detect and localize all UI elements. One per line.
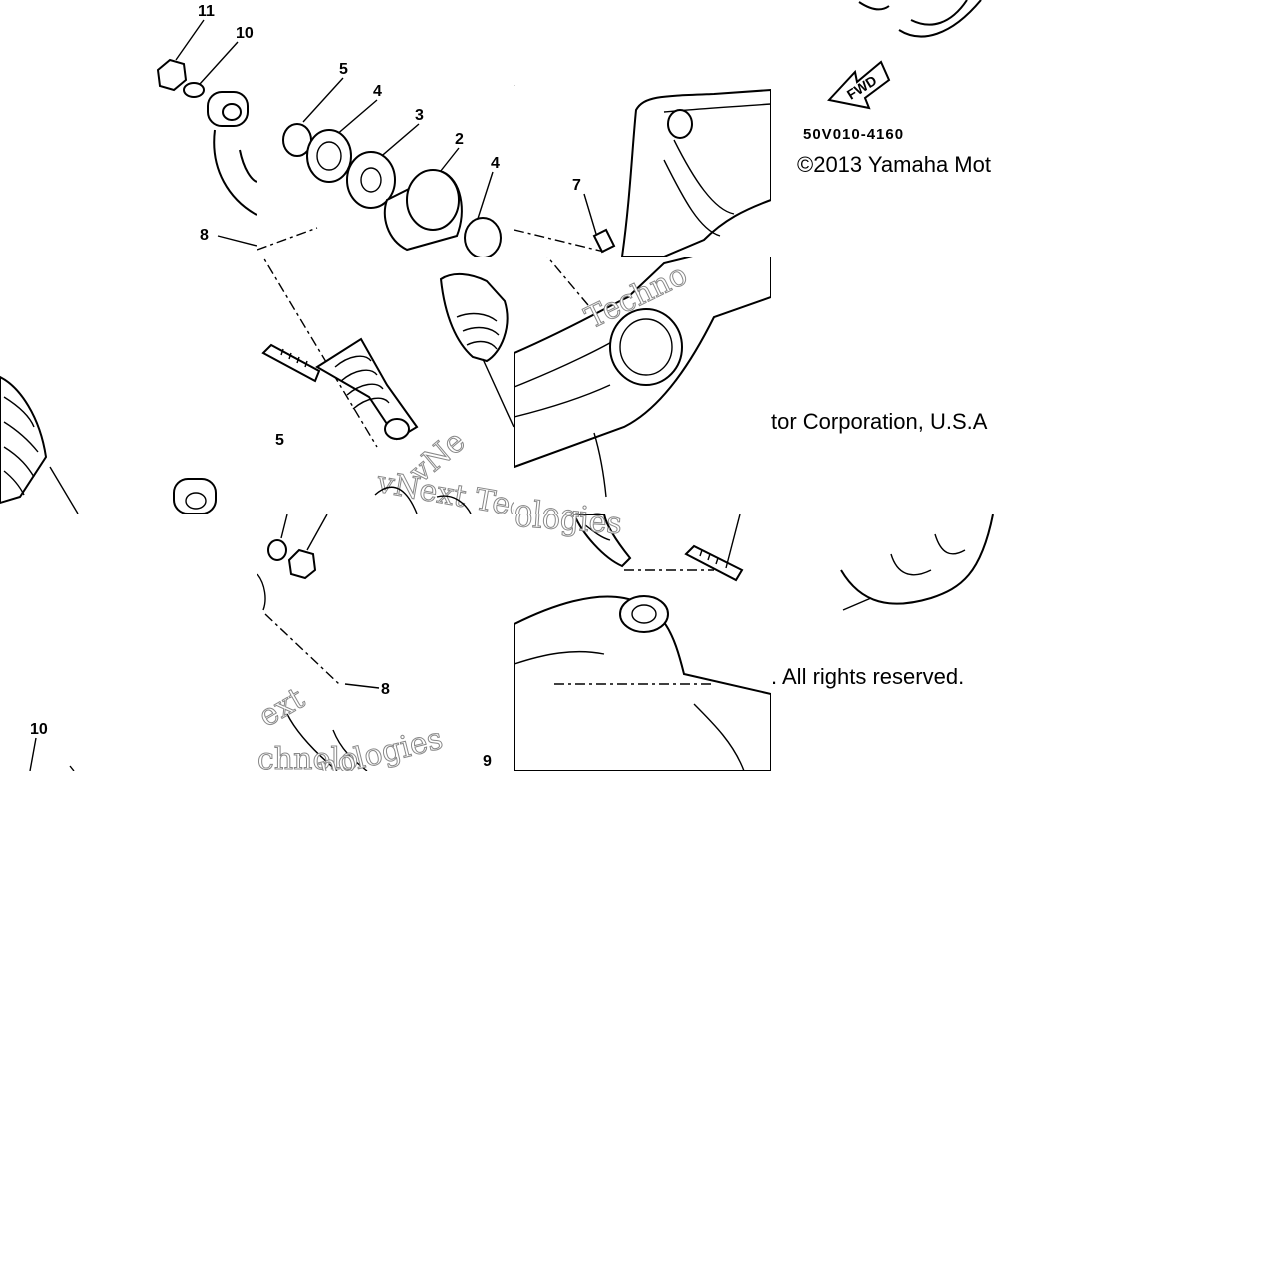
- copyright-text-3: . All rights reserved.: [771, 664, 965, 689]
- callout-10: 10: [236, 25, 254, 42]
- shock-upper-mount-drawing: 11 10 8: [156, 3, 257, 247]
- chain-case-drawing: ologies: [514, 514, 771, 771]
- callout-10b: 10: [30, 721, 48, 738]
- diagram-tile-r2c3: . All rights reserved.: [771, 514, 1028, 771]
- callout-4: 4: [373, 83, 382, 100]
- shock-absorber-body-drawing: 5 vNe vNext Tec: [261, 257, 514, 514]
- shock-absorber-left-drawing: [0, 375, 217, 514]
- swingarm-arm-part: [620, 88, 771, 257]
- callout-4b: 4: [491, 155, 500, 172]
- diagram-tile-r2c2: ologies: [514, 514, 771, 771]
- fender-edge-drawing: [840, 514, 994, 611]
- pivot-boss-part: [609, 308, 683, 386]
- copyright-text-2: tor Corporation, U.S.A: [771, 409, 988, 434]
- callout-8b: 8: [381, 681, 390, 698]
- copyright-text-1: ©2013 Yamaha Mot: [797, 152, 991, 177]
- shock-body-part: [315, 337, 419, 441]
- lower-bushing-part: [173, 478, 217, 514]
- nut-part: [156, 58, 188, 92]
- shock-lower-hardware-drawing: 8 9 ext chnolo nologies: [257, 514, 492, 771]
- swingarm-pivot-drawing: Techno ologies: [514, 257, 771, 514]
- callout-overlay: 10: [29, 721, 75, 771]
- bolt-part-7: [592, 228, 616, 254]
- spring-part: [0, 375, 48, 505]
- shock-upper-part: [439, 273, 509, 363]
- diagram-tile-r1c2: Techno ologies: [514, 257, 771, 514]
- callout-2: 2: [455, 131, 464, 148]
- diagram-tile-r0c1: 5 4 3 2 4: [257, 0, 514, 257]
- callout-11: 11: [198, 3, 215, 20]
- diagram-tile-r1c1: 5 vNe vNext Tec: [257, 257, 514, 514]
- watermark-4: ologies: [514, 514, 624, 542]
- svg-text:ologies: ologies: [514, 514, 623, 541]
- oil-seal-part: [306, 129, 352, 183]
- diagram-tile-r1c0: [0, 257, 257, 514]
- fwd-arrow-drawing: FWD: [827, 0, 982, 110]
- callout-9b: 9: [483, 753, 492, 770]
- lower-callout-drawing: [0, 771, 257, 1028]
- diagram-tile-r2c0: [0, 514, 257, 771]
- fwd-arrow-icon: FWD: [827, 60, 891, 110]
- callout-8: 8: [200, 227, 209, 244]
- diagram-tile-r0c0: 11 10 8: [0, 0, 257, 257]
- svg-text:ologies: ologies: [514, 494, 623, 514]
- callout-7: 7: [572, 177, 581, 194]
- callout-5b: 5: [275, 432, 284, 449]
- lower-bolt-part: [684, 544, 744, 582]
- diagram-tile-r2c1: 8 9 ext chnolo nologies: [257, 514, 514, 771]
- diagram-tile-r3c0: [0, 771, 257, 1028]
- diagram-tile-r0c3: FWD 50V010-4160 ©2013 Yamaha Mot: [771, 0, 1028, 257]
- callout-3: 3: [415, 107, 424, 124]
- diagram-tile-r1c3: tor Corporation, U.S.A: [771, 257, 1028, 514]
- bearing-stack-drawing: 5 4 3 2 4: [257, 61, 502, 257]
- axle-sleeve-drawing: [771, 257, 1028, 514]
- bolt-part: [261, 343, 321, 383]
- nut-part-2: [287, 548, 317, 580]
- seal-part-2: [464, 217, 502, 257]
- swingarm-callouts-overlay: 9 7 6: [514, 85, 771, 257]
- washer-part: [183, 82, 205, 98]
- bearing-part: [346, 151, 396, 209]
- washer-part-2: [267, 539, 287, 561]
- svg-text:chnolo: chnolo: [257, 742, 358, 771]
- part-code: 50V010-4160: [803, 126, 905, 143]
- callout-5: 5: [339, 61, 348, 78]
